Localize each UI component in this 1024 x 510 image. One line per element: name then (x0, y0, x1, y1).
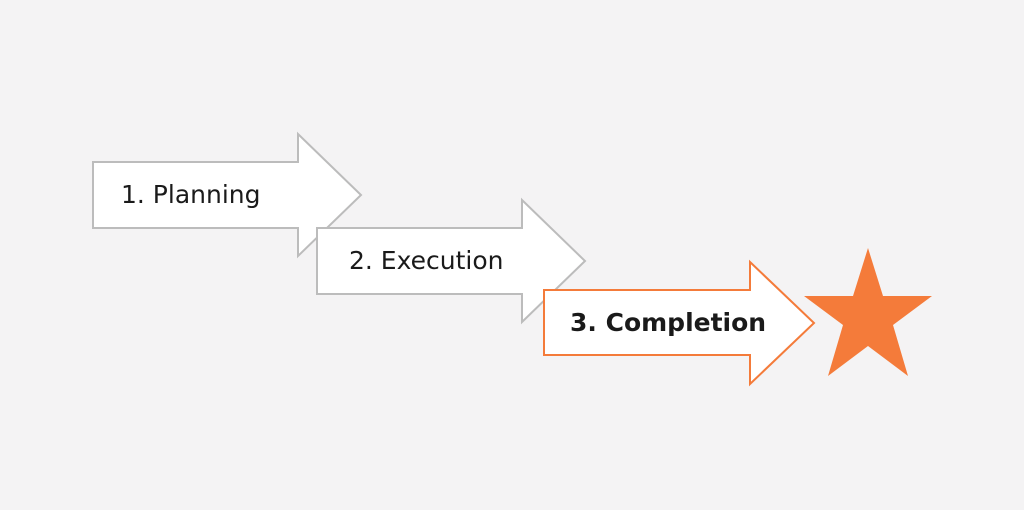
step-label-planning: 1. Planning (121, 180, 261, 209)
step-arrow-completion-shape (543, 259, 816, 387)
star-icon (804, 248, 932, 376)
step-arrow-planning: 1. Planning (92, 131, 363, 259)
step-label-execution: 2. Execution (349, 246, 503, 275)
step-arrow-completion: 3. Completion (543, 259, 816, 387)
step-arrow-planning-shape (92, 131, 363, 259)
step-arrow-execution: 2. Execution (316, 197, 587, 325)
step-label-completion: 3. Completion (570, 308, 766, 337)
